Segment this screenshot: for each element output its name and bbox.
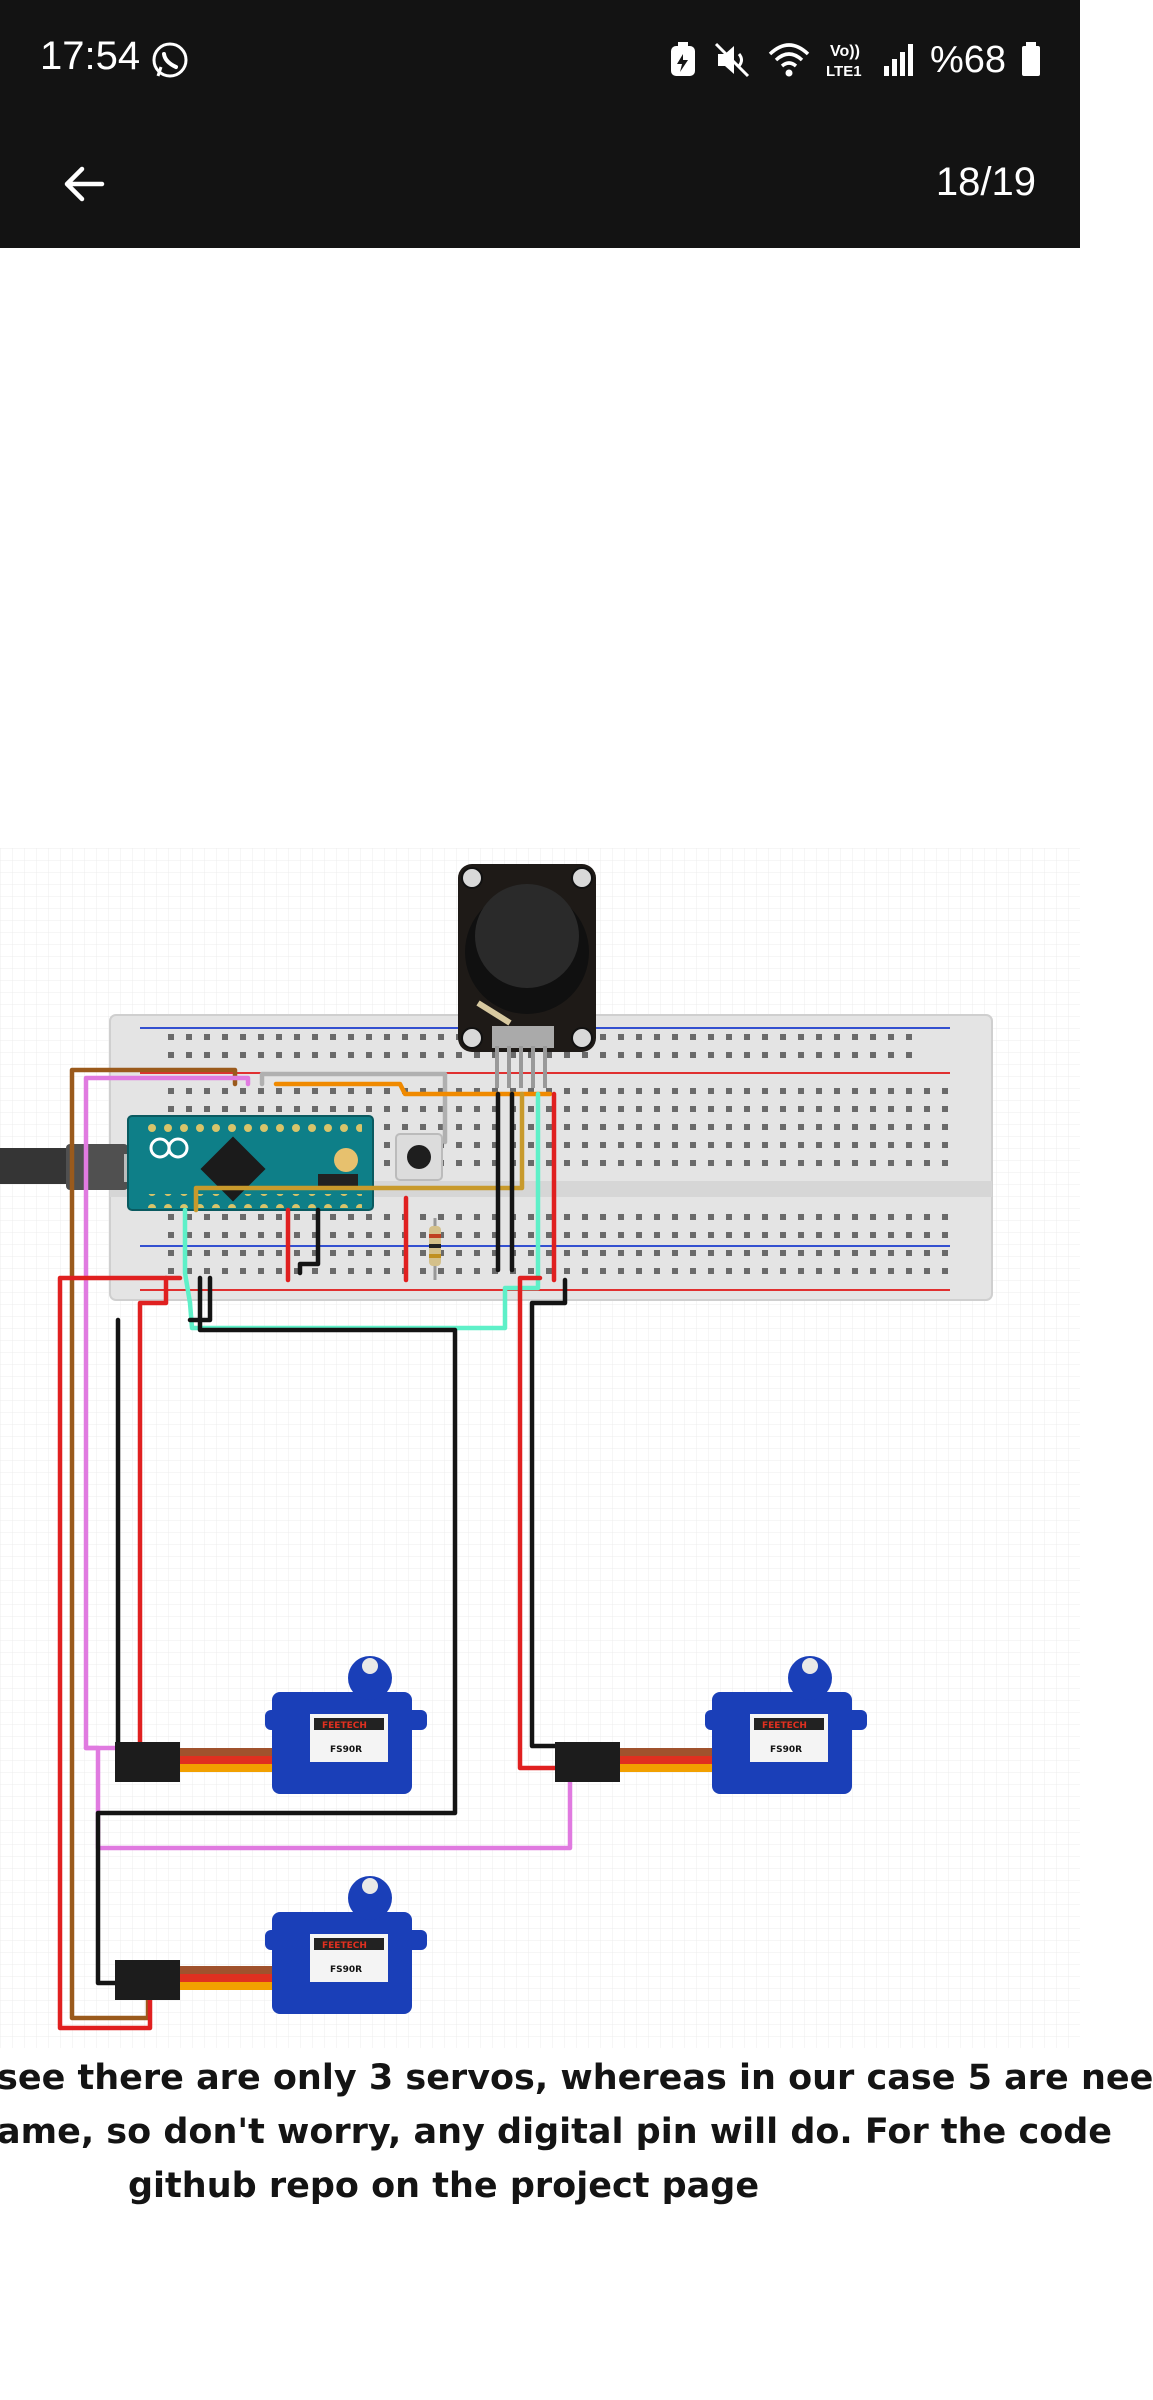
volte-icon: Vo)) LTE1 [826,43,862,80]
wifi-icon [768,43,810,77]
servo-brand: FEETECH [322,1941,367,1951]
battery-icon [1022,42,1040,76]
caption-line-2: ame, so don't worry, any digital pin wil… [0,2112,1113,2152]
push-button [395,1133,443,1181]
caption-line-1: see there are only 3 servos, whereas in … [0,2058,1153,2098]
servo-brand: FEETECH [322,1721,367,1731]
status-bar: 17:54 Vo)) LTE1 [0,0,1080,120]
usb-cable [0,1144,132,1190]
mute-icon [714,42,749,78]
image-viewer[interactable]: FEETECH FS90R FEETECH FS90R [0,248,1153,2400]
joystick-module [458,864,596,1088]
servo-model: FS90R [770,1745,802,1755]
caption-line-3: github repo on the project page [128,2166,760,2206]
battery-percent: %68 [929,38,1006,81]
svg-text:LTE1: LTE1 [826,63,862,80]
top-app-bar: 18/19 [0,120,1080,248]
whatsapp-icon [152,42,188,78]
arrow-left-icon [64,166,105,202]
servo-brand: FEETECH [762,1721,807,1731]
servo-1: FEETECH FS90R [115,1656,427,1794]
wires [57,1067,573,2031]
status-time: 17:54 [40,34,141,78]
page-counter: 18/19 [935,160,1036,204]
status-icons: Vo)) LTE1 %68 [668,34,1042,86]
circuit-diagram: FEETECH FS90R FEETECH FS90R [0,848,1080,2048]
arduino-micro [127,1115,374,1211]
battery-saver-icon [670,42,695,76]
svg-text:Vo)): Vo)) [830,43,860,60]
signal-icon [883,44,913,76]
servo-3: FEETECH FS90R [115,1876,427,2014]
caption: see there are only 3 servos, whereas in … [0,2050,1153,2240]
servo-2: FEETECH FS90R [555,1656,867,1794]
servo-model: FS90R [330,1965,362,1975]
servo-model: FS90R [330,1745,362,1755]
back-button[interactable] [44,144,124,224]
resistor [429,1218,441,1280]
